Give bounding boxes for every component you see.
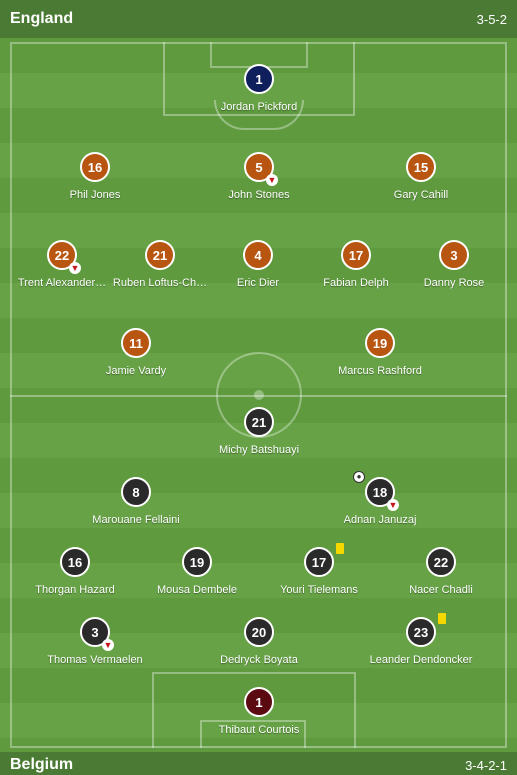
- player-name: Eric Dier: [236, 277, 280, 289]
- player-number: 5: [255, 159, 263, 175]
- player-jordan-pickford[interactable]: 1 Jordan Pickford: [179, 64, 339, 113]
- away-team-name: Belgium: [10, 756, 74, 773]
- player-name: Thorgan Hazard: [35, 584, 115, 596]
- player-name: Trent Alexander…: [17, 277, 107, 289]
- player-eric-dier[interactable]: 4 Eric Dier: [203, 240, 313, 289]
- player-number-wrap: 5 ▼: [244, 152, 278, 186]
- player-name: John Stones: [228, 189, 290, 201]
- player-name: Jamie Vardy: [105, 365, 167, 377]
- player-gary-cahill[interactable]: 15 Gary Cahill: [341, 152, 501, 201]
- player-thibaut-courtois[interactable]: 1 Thibaut Courtois: [179, 687, 339, 736]
- player-number: 20: [244, 617, 274, 647]
- player-name: Danny Rose: [423, 277, 485, 289]
- player-number: 16: [80, 152, 110, 182]
- away-team-footer: Belgium 3-4-2-1: [0, 752, 517, 775]
- player-thorgan-hazard[interactable]: 16 Thorgan Hazard: [15, 547, 135, 596]
- player-number-wrap: 17: [304, 543, 344, 577]
- player-number: 16: [60, 547, 90, 577]
- player-number: 22: [54, 247, 70, 263]
- player-name: Thomas Vermaelen: [47, 654, 143, 666]
- player-trent-alexander-arnold[interactable]: 22 ▼ Trent Alexander…: [7, 240, 117, 289]
- home-team-header: England 3-5-2: [0, 0, 517, 38]
- player-number: 17: [341, 240, 371, 270]
- yellow-card-icon: [336, 543, 344, 554]
- player-number: 17: [311, 554, 327, 570]
- player-name: Thibaut Courtois: [218, 724, 300, 736]
- player-michy-batshuayi[interactable]: 21 Michy Batshuayi: [179, 407, 339, 456]
- bottom-goal-area: [200, 720, 306, 748]
- player-leander-dendoncker[interactable]: 23 Leander Dendoncker: [341, 613, 501, 666]
- player-danny-rose[interactable]: 3 Danny Rose: [399, 240, 509, 289]
- player-marcus-rashford[interactable]: 19 Marcus Rashford: [300, 328, 460, 377]
- pitch-boundary: [10, 42, 507, 748]
- center-spot: [254, 390, 264, 400]
- player-thomas-vermaelen[interactable]: 3 ▼ Thomas Vermaelen: [15, 617, 175, 666]
- player-name: Adnan Januzaj: [343, 514, 417, 526]
- player-dedryck-boyata[interactable]: 20 Dedryck Boyata: [179, 617, 339, 666]
- player-number: 4: [243, 240, 273, 270]
- home-team-name: England: [10, 10, 74, 27]
- player-number: 8: [121, 477, 151, 507]
- player-name: Mousa Dembele: [156, 584, 238, 596]
- player-number: 11: [121, 328, 151, 358]
- player-number: 1: [244, 687, 274, 717]
- player-name: Michy Batshuayi: [218, 444, 300, 456]
- player-number-wrap: ● 18 ▼: [353, 471, 399, 511]
- player-name: Marcus Rashford: [338, 365, 422, 377]
- bottom-penalty-area: [152, 672, 356, 748]
- sub-out-arrow-icon: ▼: [69, 262, 81, 274]
- player-mousa-dembele[interactable]: 19 Mousa Dembele: [137, 547, 257, 596]
- player-number: 18: [372, 484, 388, 500]
- player-number-wrap: 23: [406, 613, 446, 647]
- player-marouane-fellaini[interactable]: 8 Marouane Fellaini: [56, 477, 216, 526]
- player-number: 22: [426, 547, 456, 577]
- player-name: Leander Dendoncker: [369, 654, 473, 666]
- player-number: 1: [244, 64, 274, 94]
- player-name: Ruben Loftus-Ch…: [112, 277, 208, 289]
- player-name: Fabian Delph: [323, 277, 389, 289]
- player-nacer-chadli[interactable]: 22 Nacer Chadli: [381, 547, 501, 596]
- player-name: Nacer Chadli: [409, 584, 473, 596]
- player-number: 21: [244, 407, 274, 437]
- player-name: Phil Jones: [69, 189, 121, 201]
- away-formation: 3-4-2-1: [465, 758, 507, 773]
- player-number-wrap: 3 ▼: [80, 617, 114, 651]
- player-number: 3: [91, 624, 99, 640]
- player-number: 19: [182, 547, 212, 577]
- player-name: Youri Tielemans: [280, 584, 358, 596]
- player-name: Marouane Fellaini: [92, 514, 180, 526]
- sub-out-arrow-icon: ▼: [266, 174, 278, 186]
- yellow-card-icon: [438, 613, 446, 624]
- player-number: 19: [365, 328, 395, 358]
- player-number-wrap: 22 ▼: [47, 240, 81, 274]
- player-ruben-loftus-cheek[interactable]: 21 Ruben Loftus-Ch…: [105, 240, 215, 289]
- player-number: 21: [145, 240, 175, 270]
- player-fabian-delph[interactable]: 17 Fabian Delph: [301, 240, 411, 289]
- player-number: 15: [406, 152, 436, 182]
- player-number: 23: [413, 624, 429, 640]
- player-name: Jordan Pickford: [220, 101, 298, 113]
- player-name: Dedryck Boyata: [220, 654, 298, 666]
- player-youri-tielemans[interactable]: 17 Youri Tielemans: [259, 543, 379, 596]
- player-jamie-vardy[interactable]: 11 Jamie Vardy: [56, 328, 216, 377]
- player-name: Gary Cahill: [393, 189, 449, 201]
- player-number: 3: [439, 240, 469, 270]
- center-circle: [216, 352, 302, 438]
- football-icon: ●: [353, 471, 365, 483]
- sub-out-arrow-icon: ▼: [102, 639, 114, 651]
- player-adnan-januzaj[interactable]: ● 18 ▼ Adnan Januzaj: [300, 471, 460, 526]
- sub-out-arrow-icon: ▼: [387, 499, 399, 511]
- player-john-stones[interactable]: 5 ▼ John Stones: [179, 152, 339, 201]
- player-phil-jones[interactable]: 16 Phil Jones: [15, 152, 175, 201]
- home-formation: 3-5-2: [476, 12, 507, 27]
